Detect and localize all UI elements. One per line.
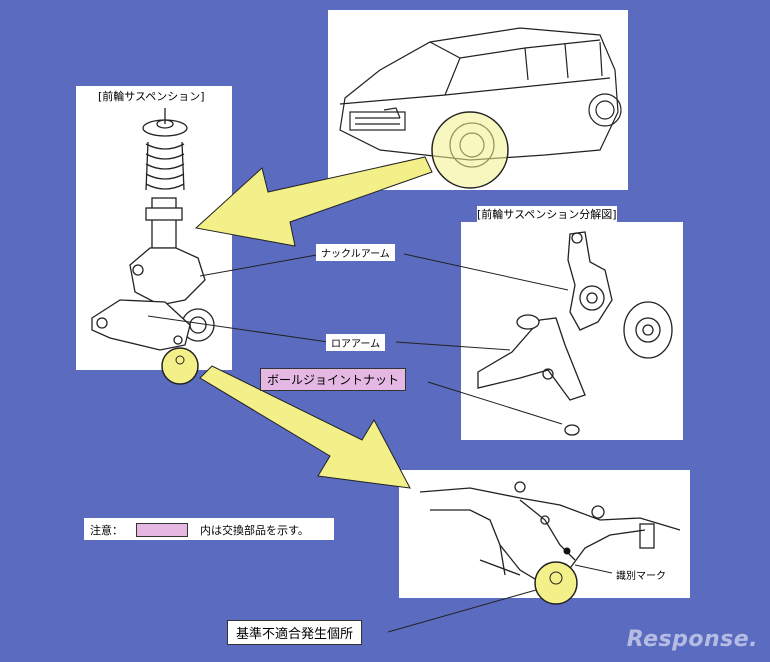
lower-arm-label: ロアアーム xyxy=(326,334,386,351)
car-illustration xyxy=(339,27,622,168)
id-mark-label: 識別マーク xyxy=(616,571,666,582)
joint-detail-dot xyxy=(175,355,185,365)
joint-highlight-circle xyxy=(161,347,199,385)
wheel-highlight-circle xyxy=(431,111,509,189)
exploded-drawing xyxy=(477,231,673,436)
defect-location-label: 基準不適合発生個所 xyxy=(227,620,363,645)
closeup-highlight-circle xyxy=(534,561,578,605)
front-suspension-title: [前輪サスペンション] xyxy=(98,90,205,103)
suspension-drawing xyxy=(91,108,215,351)
arrow-car-to-suspension xyxy=(194,156,433,247)
ball-joint-nut-label: ボールジョイントナット xyxy=(260,368,407,391)
closeup-detail-dot xyxy=(549,571,563,585)
id-mark-dot xyxy=(563,547,571,555)
exploded-view-title: [前輪サスペンション分解図] xyxy=(477,206,617,222)
note-prefix: 注意： xyxy=(90,524,123,537)
response-watermark: Response. xyxy=(626,627,758,652)
replacement-part-swatch xyxy=(136,523,188,537)
leader-lines xyxy=(147,253,613,633)
arrow-suspension-to-closeup xyxy=(199,365,411,489)
note-suffix: 内は交換部品を示す。 xyxy=(200,524,309,537)
knuckle-arm-label: ナックルアーム xyxy=(316,244,395,261)
